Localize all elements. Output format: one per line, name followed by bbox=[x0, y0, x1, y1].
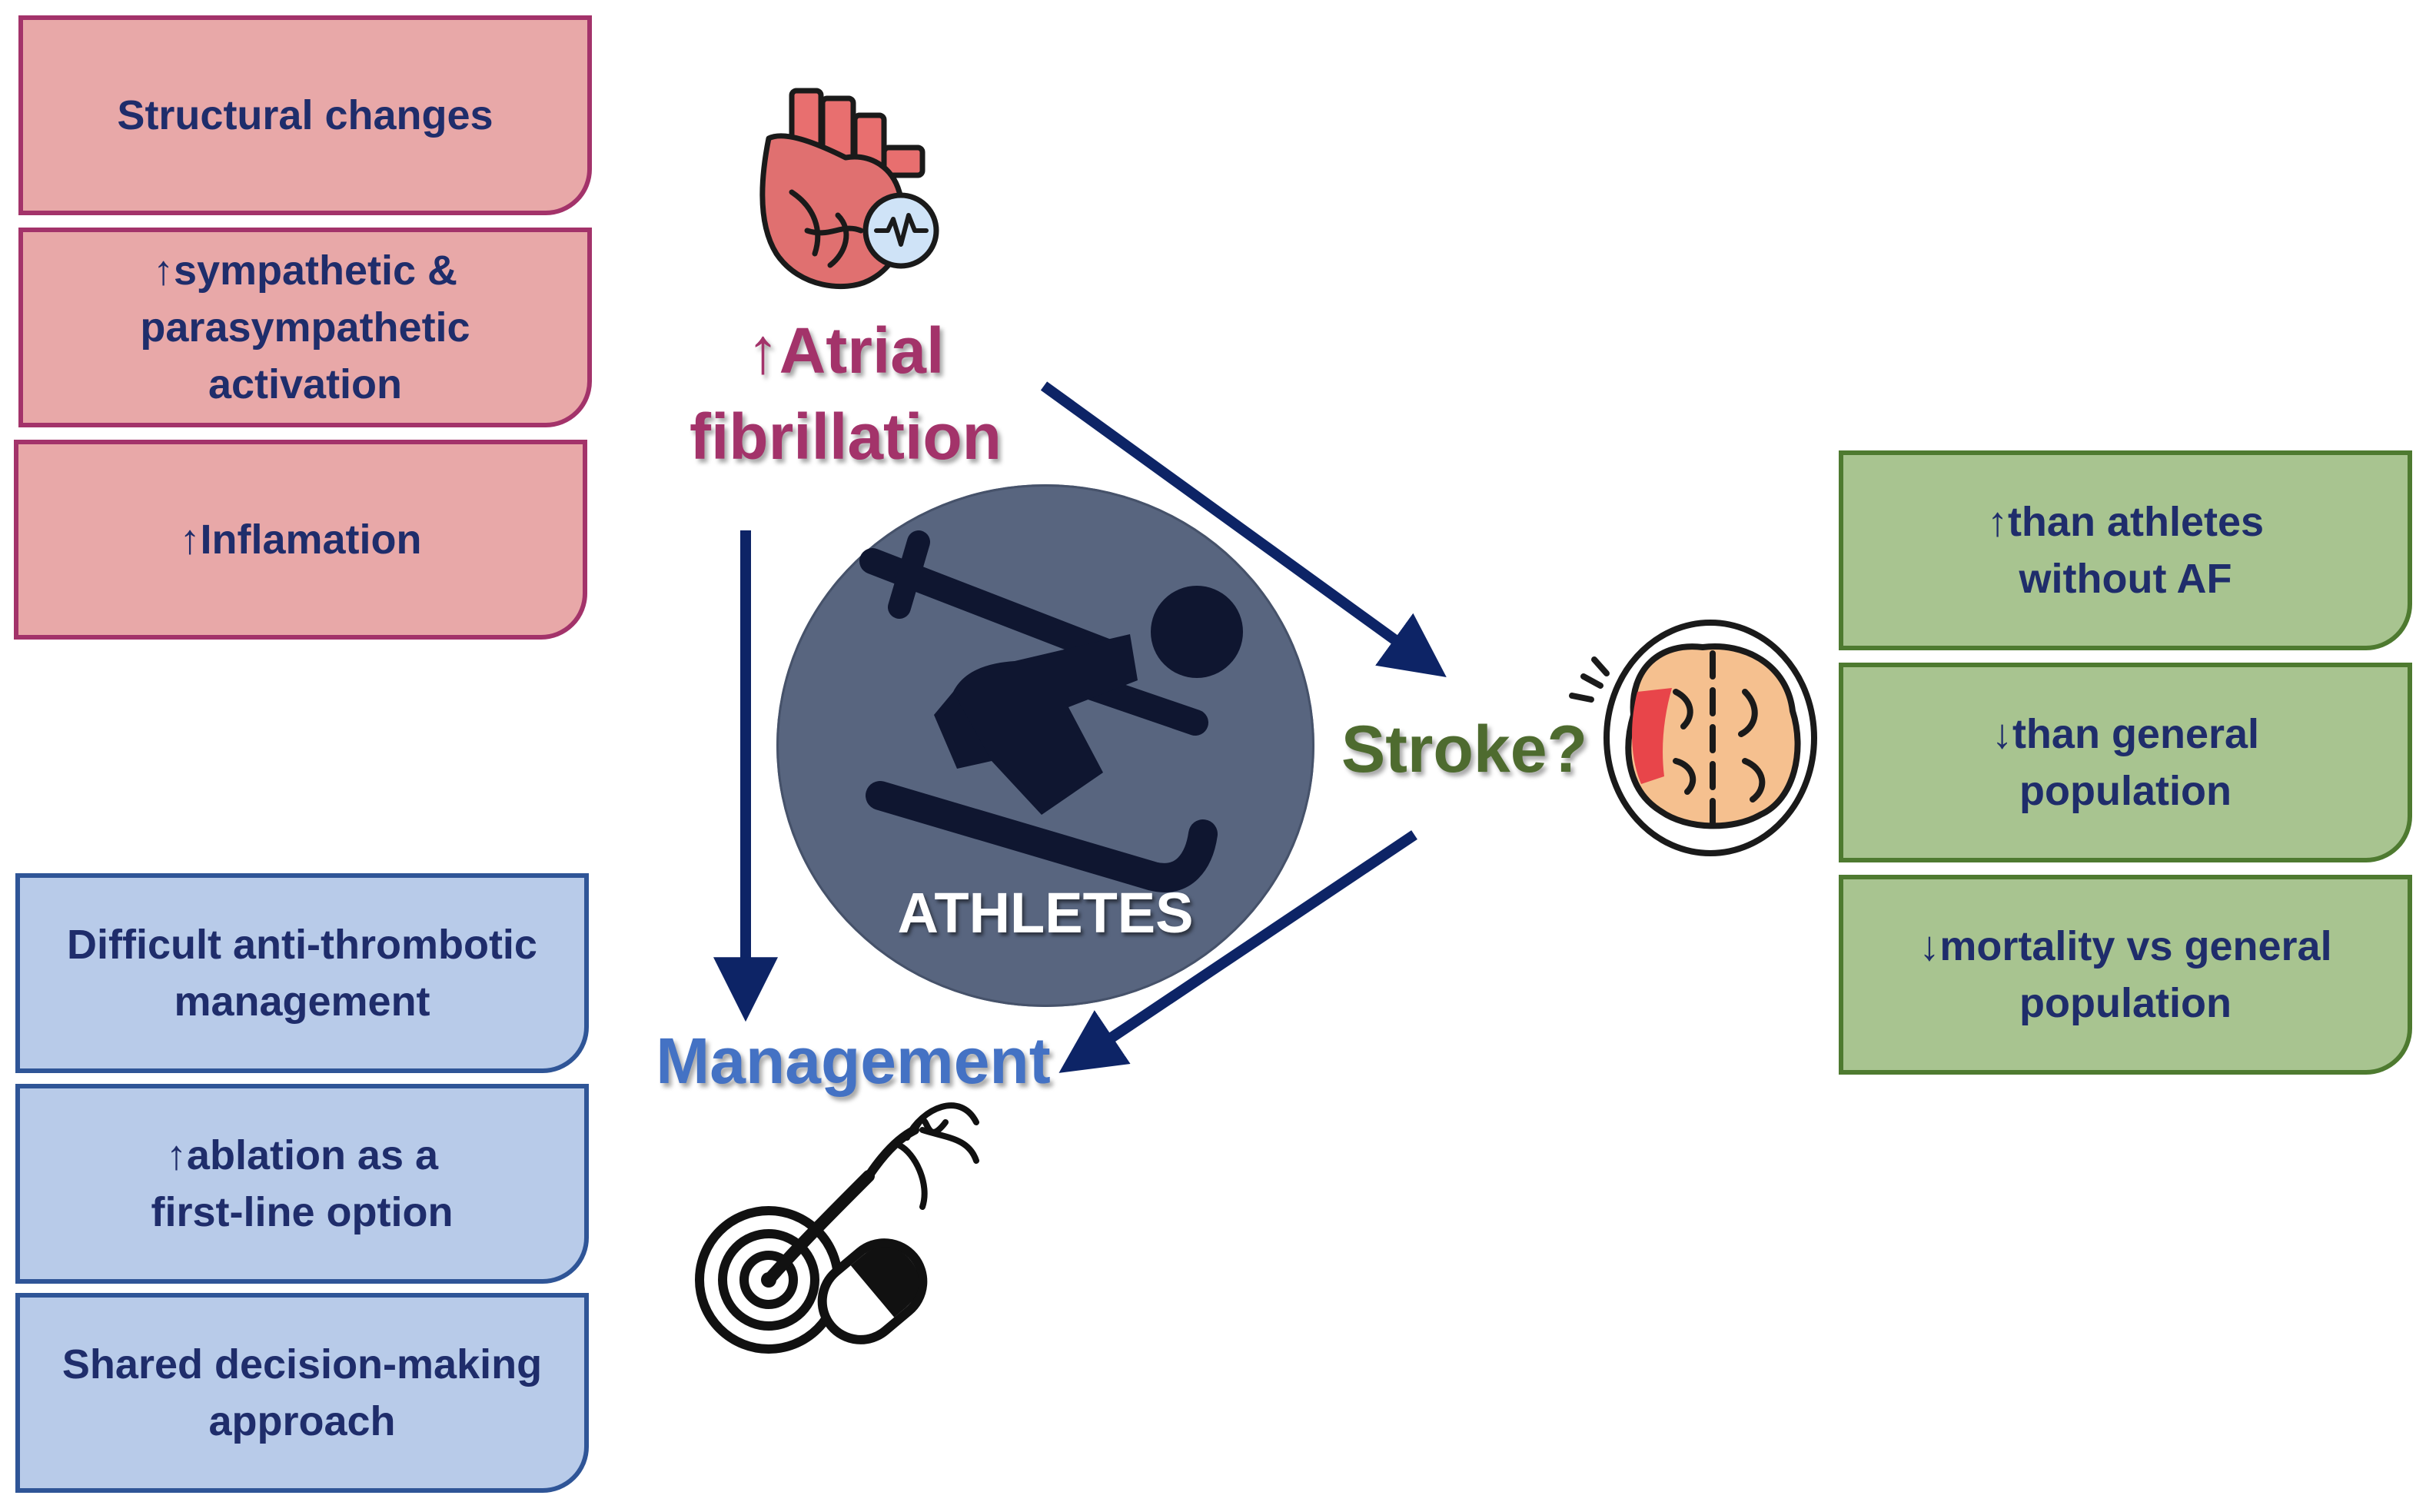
management-label: Management bbox=[656, 1025, 1051, 1097]
af-factor-text: ↑sympathetic & parasympathetic activatio… bbox=[140, 248, 470, 407]
stroke-item-box: ↓than general population bbox=[1839, 663, 2412, 862]
stroke-item-box: ↑than athletes without AF bbox=[1839, 450, 2412, 650]
atrial-fibrillation-label: ↑Atrial fibrillation bbox=[690, 314, 1002, 473]
management-item-box: ↑ablation as a first-line option bbox=[15, 1084, 589, 1284]
af-factor-text: ↑Inflamation bbox=[179, 517, 422, 563]
stroke-label: Stroke? bbox=[1341, 713, 1588, 786]
athletes-label: ATHLETES bbox=[897, 881, 1194, 945]
management-item-text: Difficult anti-thrombotic management bbox=[67, 922, 537, 1025]
management-item-box: Shared decision-making approach bbox=[15, 1293, 589, 1493]
stroke-item-box: ↓mortality vs general population bbox=[1839, 875, 2412, 1075]
skier-icon bbox=[859, 530, 1243, 892]
stroke-item-text: ↑than athletes without AF bbox=[1986, 499, 2265, 602]
ablation-pill-icon bbox=[695, 1102, 979, 1354]
management-item-text: Shared decision-making approach bbox=[61, 1341, 543, 1444]
management-item-text: ↑ablation as a first-line option bbox=[151, 1132, 454, 1235]
heart-icon bbox=[759, 88, 939, 290]
af-factor-box: ↑Inflamation bbox=[14, 440, 587, 640]
arrow-af-to-stroke bbox=[1040, 381, 1447, 677]
brain-icon bbox=[1569, 620, 1817, 856]
stroke-item-text: ↓mortality vs general population bbox=[1919, 923, 2332, 1026]
af-factor-box: ↑sympathetic & parasympathetic activatio… bbox=[18, 228, 592, 427]
arrow-stroke-to-management bbox=[1058, 830, 1417, 1073]
af-factor-box: Structural changes bbox=[18, 15, 592, 215]
management-item-box: Difficult anti-thrombotic management bbox=[15, 873, 589, 1073]
af-factor-text: Structural changes bbox=[117, 92, 494, 138]
stroke-item-text: ↓than general population bbox=[1991, 711, 2260, 814]
